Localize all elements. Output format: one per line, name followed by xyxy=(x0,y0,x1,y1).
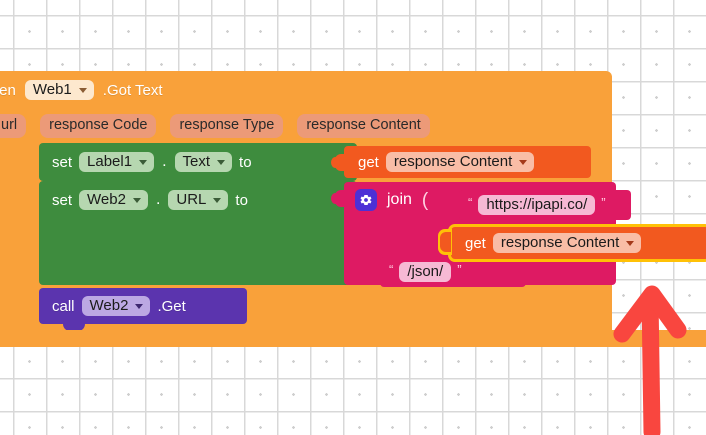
set-keyword: set xyxy=(52,191,73,209)
chevron-down-icon xyxy=(78,88,87,93)
join-label: join xyxy=(387,191,412,208)
set-web2-component-label: Web2 xyxy=(87,191,126,208)
set-label1-property-label: Text xyxy=(182,153,211,170)
event-component-label: Web1 xyxy=(32,81,72,98)
chevron-down-icon xyxy=(139,160,148,165)
event-param-response-content[interactable]: response Content xyxy=(297,114,430,138)
property-separator: . xyxy=(162,153,167,170)
chevron-down-icon xyxy=(626,241,635,246)
block-plug xyxy=(438,229,452,255)
block-notch xyxy=(63,143,85,150)
event-param-url[interactable]: url xyxy=(0,114,27,138)
set-web2-row: set Web2 . URL to xyxy=(39,181,357,219)
chevron-down-icon xyxy=(213,198,222,203)
get-keyword: get xyxy=(358,153,379,171)
text-string-block-json[interactable]: “ /json/ ” xyxy=(380,257,526,287)
event-parameter-row: url response Code response Type response… xyxy=(0,112,612,140)
get-variable-label-1: response Content xyxy=(393,153,513,170)
set-label1-component-label: Label1 xyxy=(87,153,133,170)
call-web2-row: call Web2 .Get xyxy=(39,288,247,324)
event-component-dropdown[interactable]: Web1 xyxy=(24,80,94,100)
to-keyword: to xyxy=(235,191,248,209)
event-param-response-type[interactable]: response Type xyxy=(170,114,284,138)
chevron-down-icon xyxy=(217,160,226,165)
red-arrow-annotation xyxy=(613,285,687,435)
set-web2-property-label: URL xyxy=(176,191,207,208)
set-web2-url-block[interactable]: set Web2 . URL to xyxy=(39,181,357,285)
to-keyword: to xyxy=(239,153,252,171)
set-label1-row: set Label1 . Text to xyxy=(39,143,357,181)
close-quote-icon: ” xyxy=(601,194,606,210)
text-string-block-url[interactable]: “ https://ipapi.co/ ” xyxy=(459,190,631,220)
close-quote-icon: ” xyxy=(457,261,462,277)
property-separator: . xyxy=(155,191,161,208)
chevron-down-icon xyxy=(132,198,141,203)
call-web2-method-label: .Get xyxy=(157,297,186,315)
set-label1-property-dropdown[interactable]: Text xyxy=(174,152,233,172)
event-param-response-code[interactable]: response Code xyxy=(40,114,157,138)
open-quote-icon: “ xyxy=(468,194,473,210)
call-web2-get-block[interactable]: call Web2 .Get xyxy=(39,288,247,331)
text-string-value-json[interactable]: /json/ xyxy=(399,262,452,282)
join-socket-paren: ( xyxy=(421,189,429,211)
block-notch xyxy=(63,288,85,295)
gear-icon[interactable] xyxy=(355,189,377,211)
event-block-footer xyxy=(0,330,706,347)
set-web2-component-dropdown[interactable]: Web2 xyxy=(79,190,148,210)
chevron-down-icon xyxy=(135,304,144,309)
call-web2-component-label: Web2 xyxy=(89,297,129,314)
block-notch xyxy=(63,181,85,188)
call-keyword: call xyxy=(52,297,75,315)
call-web2-component-dropdown[interactable]: Web2 xyxy=(81,296,151,316)
set-label1-text-block[interactable]: set Label1 . Text to xyxy=(39,143,357,181)
get-response-content-block-1[interactable]: get response Content xyxy=(331,146,591,178)
get-variable-label-2: response Content xyxy=(500,234,620,251)
set-keyword: set xyxy=(52,153,73,171)
block-plug xyxy=(331,190,346,207)
chevron-down-icon xyxy=(519,160,528,165)
set-label1-component-dropdown[interactable]: Label1 xyxy=(79,152,155,172)
event-block-header: when Web1 .Got Text xyxy=(0,71,612,109)
get-keyword: get xyxy=(465,234,486,252)
set-web2-property-dropdown[interactable]: URL xyxy=(168,190,229,210)
get-variable-dropdown-1[interactable]: response Content xyxy=(385,152,535,172)
get-response-content-block-2-selected[interactable]: get response Content xyxy=(438,224,706,262)
open-quote-icon: “ xyxy=(389,261,394,277)
when-keyword: when xyxy=(0,81,16,99)
block-plug xyxy=(331,154,346,171)
get-variable-dropdown-2[interactable]: response Content xyxy=(492,233,642,253)
event-name-label: .Got Text xyxy=(102,81,163,99)
block-notch-bottom xyxy=(63,323,85,331)
text-string-value-url[interactable]: https://ipapi.co/ xyxy=(478,195,596,215)
join-block-header: join ( xyxy=(344,182,428,218)
